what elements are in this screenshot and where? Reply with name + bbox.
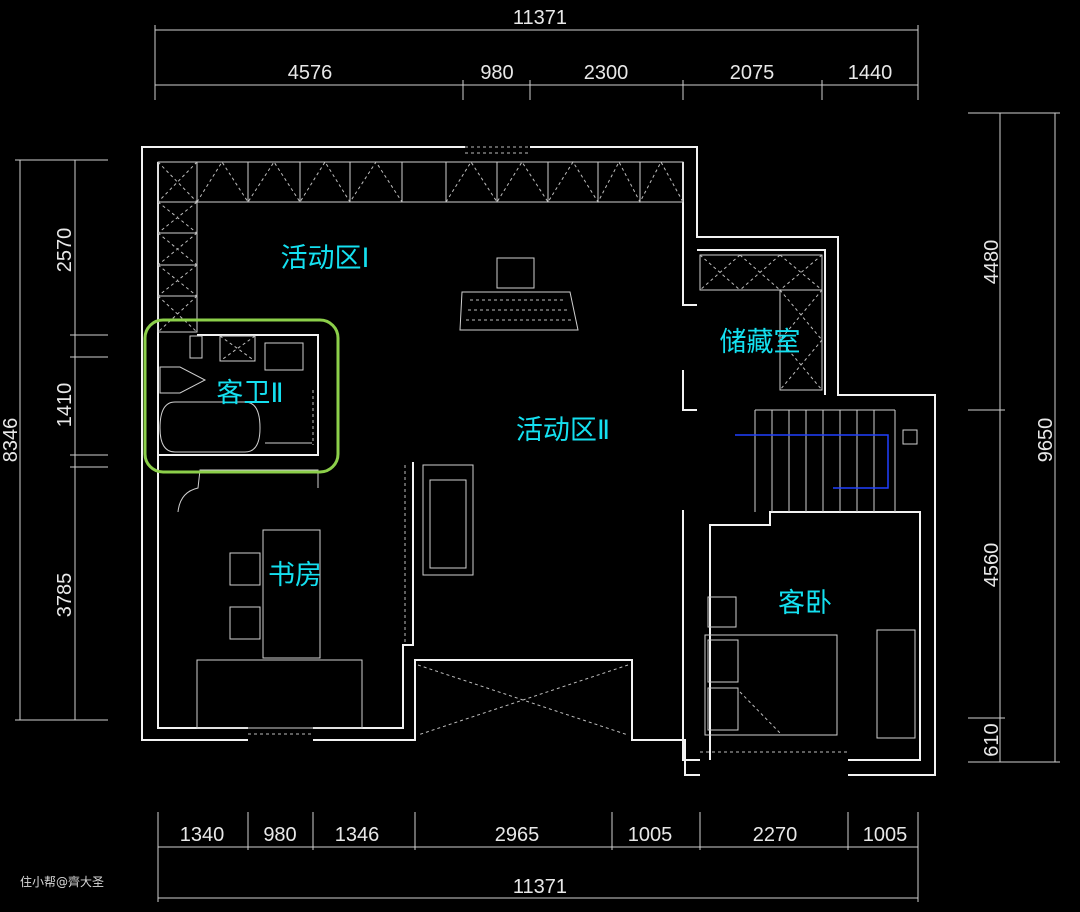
room-guest-bedroom: 客卧 (778, 588, 832, 619)
dim-bottom-4: 2965 (495, 824, 540, 846)
dim-top-4: 2075 (730, 62, 775, 84)
dim-top-3: 2300 (584, 62, 629, 84)
dim-bottom-3: 1346 (335, 824, 380, 846)
dim-top-5: 1440 (848, 62, 893, 84)
dim-left-1: 2570 (54, 228, 76, 273)
dimension-lines (15, 25, 1060, 902)
room-study: 书房 (268, 560, 322, 591)
dim-bottom-1: 1340 (180, 824, 225, 846)
room-guest-bath: 客卫Ⅱ (216, 378, 283, 409)
dim-right-1: 4480 (981, 240, 1003, 285)
dim-bottom-6: 2270 (753, 824, 798, 846)
dim-bottom-7: 1005 (863, 824, 908, 846)
dim-bottom-2: 980 (263, 824, 296, 846)
dim-right-2: 4560 (981, 543, 1003, 588)
guest-bath-highlight (143, 318, 340, 474)
dim-top-2: 980 (480, 62, 513, 84)
furniture (177, 257, 918, 739)
room-activity-1: 活动区Ⅰ (281, 243, 370, 274)
dim-left-3: 3785 (54, 573, 76, 618)
dim-left-total: 8346 (0, 418, 22, 463)
dim-right-total: 9650 (1035, 418, 1057, 463)
dim-left-2: 1410 (54, 383, 76, 428)
cabinets (157, 160, 823, 391)
watermark: 住小帮@齊大圣 (20, 875, 105, 889)
dim-bottom-5: 1005 (628, 824, 673, 846)
room-storage: 储藏室 (720, 327, 801, 358)
dim-right-3: 610 (981, 723, 1003, 756)
dim-bottom-total: 11371 (513, 876, 567, 898)
room-activity-2: 活动区Ⅱ (516, 415, 610, 446)
dim-top-1: 4576 (288, 62, 333, 84)
dim-top-total: 11371 (513, 7, 567, 29)
walls (141, 146, 936, 776)
bathroom-fixtures (157, 334, 319, 456)
